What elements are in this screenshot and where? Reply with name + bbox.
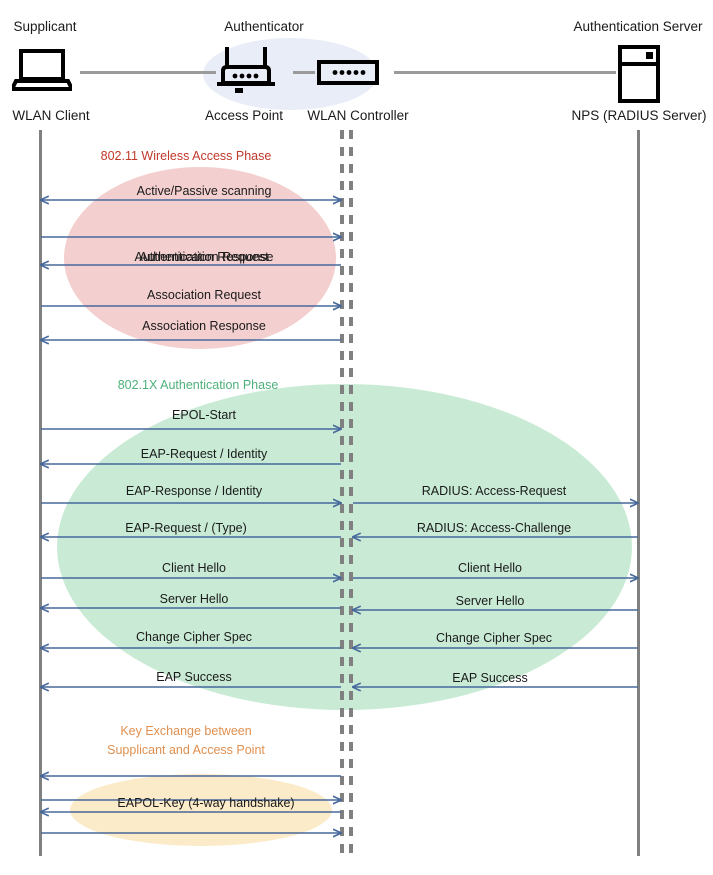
lifeline-access-point <box>340 130 344 856</box>
message-label: Change Cipher Spec <box>435 631 553 645</box>
message-label: EAPOL-Key (4-way handshake) <box>117 796 295 810</box>
phase-label-key-exchange-line1: Key Exchange between <box>120 724 252 738</box>
message-label: EAP Success <box>452 671 528 685</box>
connector-ap-controller <box>293 71 315 74</box>
actor-role-supplicant: Supplicant <box>13 19 77 34</box>
message-label: Client Hello <box>162 561 226 575</box>
message-label: RADIUS: Access-Challenge <box>416 521 572 535</box>
actor-role-auth-server: Authentication Server <box>573 19 703 34</box>
phase-key-exchange-ellipse <box>70 774 332 846</box>
message-label: Association Response <box>142 319 266 333</box>
wlan-controller-icon <box>317 60 379 86</box>
message-label: Client Hello <box>458 561 522 575</box>
phase-label-key-exchange: Key Exchange between Supplicant and Acce… <box>107 722 265 760</box>
message-label: RADIUS: Access-Request <box>421 484 567 498</box>
message-label: EPOL-Start <box>172 408 236 422</box>
message-label: Active/Passive scanning <box>136 184 272 198</box>
actor-device-access-point: Access Point <box>204 108 284 123</box>
message-label: EAP Success <box>156 670 232 684</box>
connector-controller-server <box>394 71 616 74</box>
message-label: Authentication Request <box>139 250 269 264</box>
message-label: Server Hello <box>159 592 229 606</box>
lifeline-supplicant <box>39 130 42 856</box>
message-label: EAP-Request / Identity <box>140 447 268 461</box>
connector-client-ap <box>80 71 216 74</box>
message-label: EAP-Request / (Type) <box>125 521 247 535</box>
message-label: Server Hello <box>455 594 525 608</box>
phase-label-80211: 802.11 Wireless Access Phase <box>100 149 272 163</box>
message-label: EAP-Response / Identity <box>125 484 263 498</box>
actor-role-authenticator: Authenticator <box>224 19 304 34</box>
phase-8021x-ellipse <box>57 384 632 710</box>
server-icon <box>618 45 660 103</box>
message-label: Change Cipher Spec <box>135 630 253 644</box>
phase-label-key-exchange-line2: Supplicant and Access Point <box>107 743 265 757</box>
message-label: Association Request <box>147 288 261 302</box>
message-label: Authentication Response <box>134 250 274 264</box>
lifeline-auth-server <box>637 130 640 856</box>
actor-device-wlan-controller: WLAN Controller <box>307 108 409 123</box>
phase-label-8021x: 802.1X Authentication Phase <box>117 378 279 392</box>
access-point-icon <box>215 45 277 93</box>
actor-device-nps-radius-server: NPS (RADIUS Server) <box>571 108 707 123</box>
lifeline-wlan-controller <box>349 130 353 856</box>
laptop-icon <box>8 48 76 92</box>
actor-device-wlan-client: WLAN Client <box>12 108 90 123</box>
